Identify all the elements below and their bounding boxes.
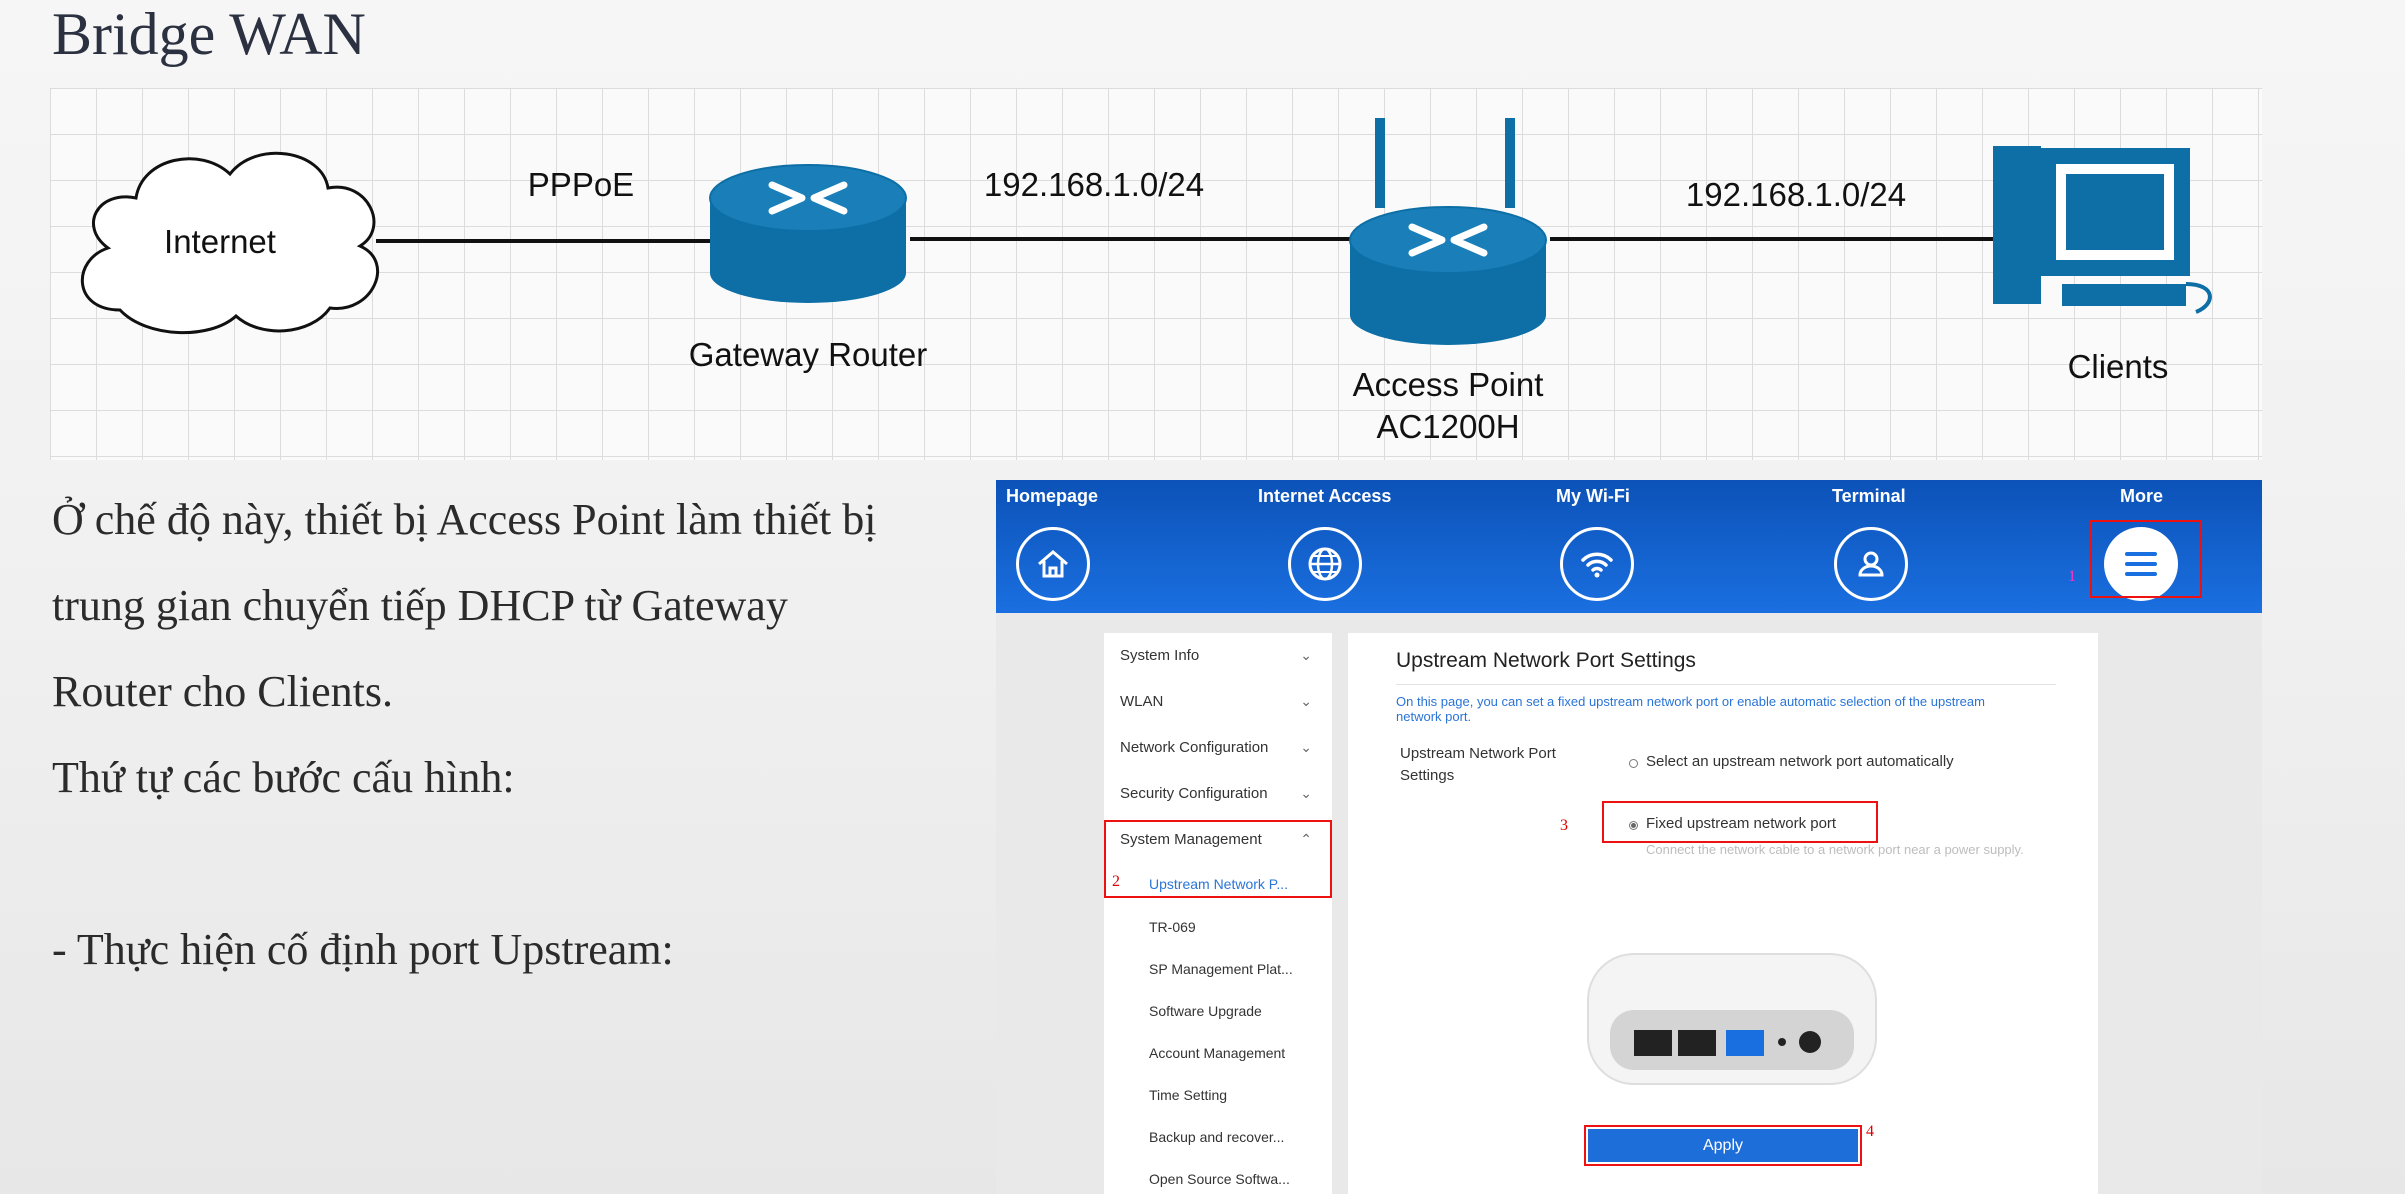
paragraph-line-3: Router cho Clients. [52,667,393,716]
panel-divider [1396,684,2056,685]
paragraph-line-2: trung gian chuyển tiếp DHCP từ Gateway [52,581,788,630]
sidebar-network-configuration[interactable]: Network Configuration ⌄ [1120,739,1324,756]
sidebar-open-source-software[interactable]: Open Source Softwa... [1149,1171,1290,1187]
gateway-router-label: Gateway Router [689,336,927,373]
nav-terminal[interactable]: Terminal [1796,480,1996,613]
step-1-highlight [2090,520,2202,598]
upstream-settings-panel: Upstream Network Port Settings On this p… [1348,633,2098,1194]
top-navigation-bar: Homepage Internet Access My Wi-Fi Termin… [996,480,2262,613]
step-2-highlight [1104,820,1332,898]
chevron-up-icon: ⌃ [1300,831,1312,847]
user-icon [1834,527,1908,601]
nav-my-wifi-label: My Wi-Fi [1556,486,1630,506]
paragraph-line-5: - Thực hiện cố định port Upstream: [52,925,674,974]
nav-more[interactable]: More [2076,480,2262,613]
globe-icon [1288,527,1362,601]
internet-label: Internet [164,223,276,260]
wifi-icon [1560,527,1634,601]
sidebar-tr-069[interactable]: TR-069 [1149,919,1196,935]
sidebar-network-configuration-label: Network Configuration [1120,739,1269,756]
sidebar-account-management[interactable]: Account Management [1149,1045,1286,1061]
paragraph-line-4: Thứ tự các bước cấu hình: [52,753,515,802]
network-diagram: Internet PPPoE Gateway Router 192.168.1.… [50,88,2262,460]
subnet-right-label: 192.168.1.0/24 [1686,176,1906,213]
sidebar-sp-management-platform[interactable]: SP Management Plat... [1149,961,1293,977]
internet-cloud-icon [81,151,380,334]
option-auto-port-label[interactable]: Select an upstream network port automati… [1646,753,1954,770]
sidebar-time-setting[interactable]: Time Setting [1149,1087,1228,1103]
radio-auto-port[interactable] [1629,759,1638,768]
nav-homepage[interactable]: Homepage [996,480,1196,613]
radio-fixed-port[interactable] [1629,821,1638,830]
step-2-marker: 2 [1112,873,1120,890]
chevron-down-icon: ⌄ [1300,785,1312,801]
apply-button[interactable]: Apply [1588,1129,1858,1162]
nav-more-label: More [2120,486,2164,506]
gateway-router-icon [709,164,907,303]
subnet-left-label: 192.168.1.0/24 [984,166,1204,203]
option-fixed-port-label[interactable]: Fixed upstream network port [1646,815,1837,832]
router-admin-screenshot: Homepage Internet Access My Wi-Fi Termin… [996,480,2262,1194]
home-icon [1016,527,1090,601]
chevron-down-icon: ⌄ [1300,647,1312,663]
fixed-port-hint: Connect the network cable to a network p… [1646,842,2024,857]
nav-internet-access[interactable]: Internet Access [1236,480,1436,613]
sidebar-security-configuration[interactable]: Security Configuration ⌄ [1120,785,1324,802]
step-3-marker: 3 [1560,817,1568,834]
upstream-port-field-label: Upstream Network Port Settings [1400,745,1556,784]
nav-my-wifi[interactable]: My Wi-Fi [1516,480,1716,613]
access-point-label: Access Point [1353,366,1544,403]
chevron-down-icon: ⌄ [1300,693,1312,709]
pppoe-label: PPPoE [528,166,634,203]
settings-sidebar: System Info ⌄ WLAN ⌄ Network Configuration… [1104,633,1332,1194]
sidebar-wlan[interactable]: WLAN ⌄ [1120,693,1324,710]
step-4-marker: 4 [1866,1123,1874,1140]
nav-homepage-label: Homepage [1006,486,1099,506]
panel-description: On this page, you can set a fixed upstre… [1396,694,1985,724]
nav-terminal-label: Terminal [1832,486,1906,506]
paragraph-line-1: Ở chế độ này, thiết bị Access Point làm … [52,495,877,544]
sidebar-security-configuration-label: Security Configuration [1120,785,1268,802]
client-computer-icon [1993,146,2212,314]
sidebar-system-management-label: System Management [1120,831,1262,848]
sidebar-wlan-label: WLAN [1120,693,1164,710]
nav-internet-access-label: Internet Access [1258,486,1392,506]
step-4-highlight [1584,1125,1862,1166]
access-point-icon [1349,118,1547,345]
sidebar-backup-and-recover[interactable]: Backup and recover... [1149,1129,1285,1145]
slide-title: Bridge WAN [52,1,366,67]
menu-icon [2104,527,2178,601]
access-point-model: AC1200H [1376,408,1519,445]
chevron-down-icon: ⌄ [1300,739,1312,755]
step-1-marker: 1 [2068,568,2076,585]
clients-label: Clients [2068,348,2169,385]
panel-title: Upstream Network Port Settings [1396,649,1696,672]
step-3-highlight [1602,801,1878,843]
sidebar-system-management[interactable]: System Management ⌃ [1120,831,1324,848]
sidebar-software-upgrade[interactable]: Software Upgrade [1149,1003,1262,1019]
sidebar-upstream-network-port[interactable]: Upstream Network P... [1149,876,1289,892]
access-point-device-image [1582,950,1882,1090]
sidebar-system-info[interactable]: System Info ⌄ [1120,647,1324,664]
sidebar-system-info-label: System Info [1120,647,1200,664]
